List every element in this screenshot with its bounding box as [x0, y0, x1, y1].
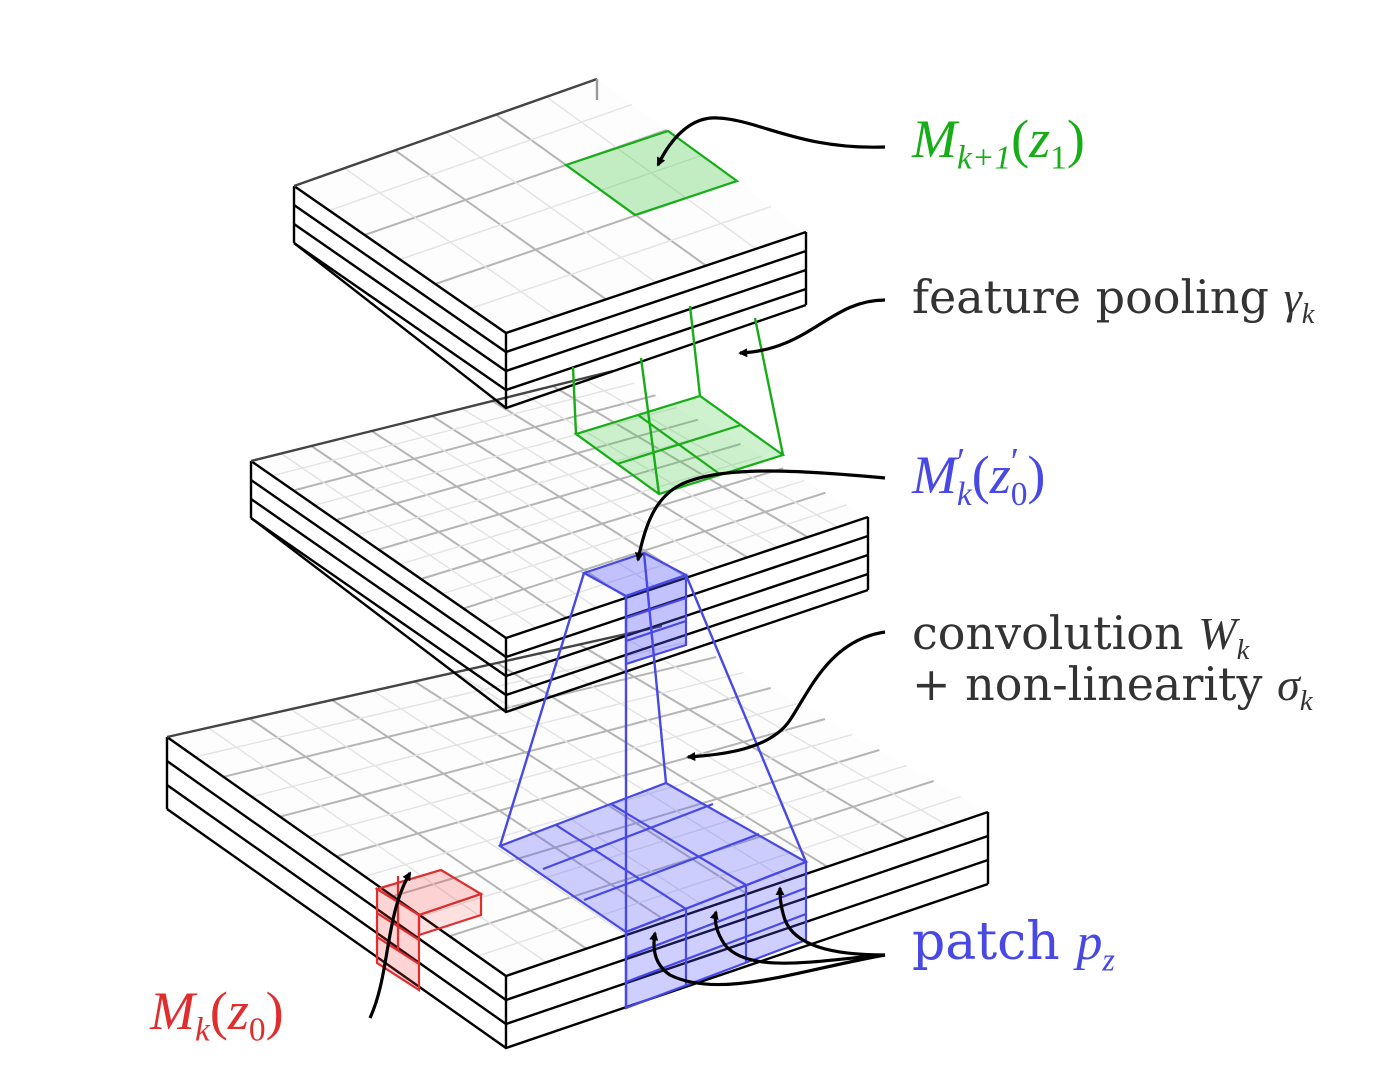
grid-subline: [314, 406, 677, 506]
label-m-k-plus-1-open: (: [1011, 109, 1030, 169]
middle-layer-grid: [272, 377, 847, 629]
label-m-k-z0-sub: k: [194, 1011, 210, 1049]
arrow-to-patch-2: [709, 910, 886, 965]
red-feature-column: [374, 868, 484, 993]
label-m-k-z0-open: (: [209, 981, 228, 1041]
label-m-k-z0-arg-sub: 0: [248, 1011, 266, 1049]
middle-layer: [249, 369, 870, 714]
grid-subline: [421, 764, 907, 917]
label-nonlinearity-sub: k: [1299, 685, 1313, 717]
grid-subline: [461, 407, 718, 569]
bottom-layer-top-face: [167, 626, 988, 976]
label-nonlinearity-text: + non-linearity: [912, 657, 1278, 711]
label-m-k-prime-open: (: [971, 444, 990, 505]
top-layer-slab-edges: [292, 77, 808, 410]
grid-subline: [280, 452, 537, 629]
label-m-k-plus-1-close: ): [1066, 109, 1085, 169]
grid-subline: [455, 671, 788, 881]
label-m-k-z0: Mk(z0): [150, 980, 284, 1050]
grid-subline: [341, 437, 597, 609]
arrow-to-pooling: [738, 298, 886, 358]
green-output-cell: [563, 129, 740, 217]
label-m-k-plus-1-sub: k+1: [956, 139, 1012, 177]
label-patch: patch pz: [912, 912, 1115, 978]
grid-subline: [308, 702, 799, 838]
arrow-to-red-column: [368, 871, 412, 1019]
label-nonlinearity: + non-linearity σk: [912, 657, 1313, 718]
label-m-k-prime-sub: k: [956, 475, 972, 513]
label-feature-pooling-text: feature pooling: [912, 270, 1284, 324]
grid-subline: [290, 708, 627, 936]
grid-subline: [522, 392, 778, 548]
convolution-frustum: [498, 552, 808, 1008]
label-m-k-plus-1-base: M: [912, 109, 957, 169]
label-m-k-prime-arg-sub: 0: [1010, 475, 1028, 513]
grid-subline: [582, 377, 839, 528]
grid-subline: [537, 653, 868, 854]
bottom-layer-slab-edges: [165, 624, 990, 1050]
grid-subline: [401, 422, 658, 589]
bottom-layer-grid: [195, 634, 962, 963]
label-nonlinearity-sym: σ: [1277, 659, 1300, 710]
label-m-k-prime: M′k(z′0): [912, 440, 1045, 514]
label-patch-text: patch: [912, 912, 1077, 972]
middle-layer-top-face: [251, 371, 868, 638]
label-m-k-prime-arg-prime: ′: [1010, 441, 1020, 483]
grid-subline: [372, 690, 708, 909]
bottom-layer: [165, 624, 990, 1050]
arrow-to-patch-1: [649, 931, 886, 987]
arrow-to-patch-3: [775, 886, 886, 957]
label-convolution-text: convolution: [912, 606, 1199, 660]
label-m-k-z0-close: ): [265, 981, 284, 1041]
label-convolution-sub: k: [1236, 634, 1250, 666]
label-m-k-prime-close: ): [1027, 444, 1046, 505]
label-patch-sub: z: [1102, 941, 1115, 978]
arrow-to-neuron: [635, 469, 886, 562]
top-layer-top-face: [294, 79, 806, 333]
grid-subline: [442, 479, 805, 595]
grid-subline: [620, 634, 949, 827]
label-convolution: convolution Wk: [912, 606, 1249, 667]
label-m-k-prime-base: M: [912, 444, 957, 505]
label-feature-pooling: feature pooling γk: [912, 270, 1314, 331]
middle-layer-slab-edges: [249, 369, 870, 714]
top-layer: [292, 77, 808, 410]
grid-subline: [399, 455, 762, 565]
label-m-k-prime-arg: z: [989, 444, 1011, 505]
grid-subline: [207, 727, 547, 963]
grid-line: [463, 491, 826, 610]
grid-subline: [470, 205, 772, 310]
grid-subline: [477, 795, 962, 957]
label-feature-pooling-sub: k: [1301, 298, 1315, 330]
grid-subline: [251, 671, 744, 798]
label-feature-pooling-sym: γ: [1283, 272, 1302, 323]
label-m-k-z0-arg: z: [227, 981, 249, 1041]
label-convolution-sym: W: [1198, 608, 1237, 659]
pooling-connectors: [571, 305, 785, 495]
label-patch-sym: p: [1076, 914, 1103, 971]
label-m-k-prime-prime: ′: [956, 441, 966, 483]
green-pooling-region: [573, 394, 786, 496]
blue-neuron-column: [581, 551, 689, 666]
label-m-k-z0-base: M: [150, 981, 195, 1041]
arrow-to-convolution: [686, 630, 886, 762]
label-m-k-plus-1-arg-sub: 1: [1050, 139, 1067, 177]
label-m-k-plus-1-z1: Mk+1(z1): [912, 108, 1085, 178]
arrow-to-output-cell: [656, 116, 886, 167]
annotation-arrows: [368, 116, 886, 1019]
label-m-k-plus-1-arg: z: [1029, 109, 1051, 169]
grid-subline: [357, 431, 720, 536]
